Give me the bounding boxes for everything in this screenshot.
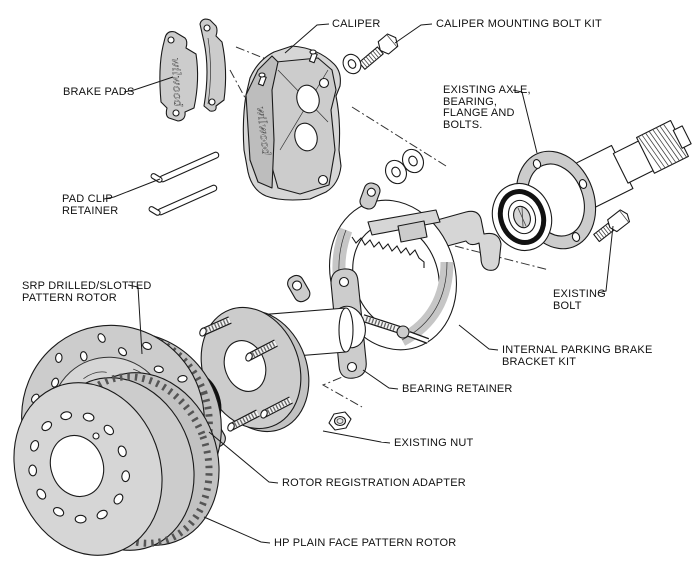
svg-text:SRP DRILLED/SLOTTED: SRP DRILLED/SLOTTED xyxy=(22,280,152,292)
svg-text:RETAINER: RETAINER xyxy=(62,205,118,217)
brake-pads-part: wilwood xyxy=(159,18,227,122)
leader-lines xyxy=(103,23,614,544)
existing-nut-part xyxy=(328,411,352,431)
label-existing-nut: EXISTING NUT xyxy=(394,437,473,449)
caliper-mount-hole-top xyxy=(318,77,330,89)
hp-rotor-part xyxy=(13,372,220,556)
bolt-washer xyxy=(342,53,362,75)
adjuster-assembly xyxy=(361,314,430,344)
washers xyxy=(384,148,425,185)
svg-text:BOLTS.: BOLTS. xyxy=(443,119,483,131)
wheel-studs xyxy=(199,316,293,432)
svg-text:BRACKET KIT: BRACKET KIT xyxy=(502,356,576,368)
brake-pad-left xyxy=(159,31,199,122)
caliper-brand-logo: wilwood xyxy=(254,106,273,157)
existing-axle-part xyxy=(491,119,692,252)
label-pad-clip-retainer: PAD CLIP RETAINER xyxy=(62,193,118,217)
caliper-part: wilwood xyxy=(242,45,342,201)
pad-brand-logo: wilwood xyxy=(169,57,185,107)
svg-text:EXISTING: EXISTING xyxy=(553,288,606,300)
mounting-ear-top xyxy=(359,182,381,210)
caliper-mounting-bolt-part xyxy=(358,33,399,70)
brake-pad-right xyxy=(199,18,227,112)
return-spring xyxy=(351,236,425,268)
axle-bearing xyxy=(491,182,553,252)
pad-clip-retainer-part xyxy=(148,151,220,216)
label-brake-pads: BRAKE PADS xyxy=(63,86,135,98)
label-caliper: CALIPER xyxy=(332,18,380,30)
bearing-seal-ring xyxy=(497,189,547,245)
top-strut xyxy=(367,209,441,236)
svg-text:BOLT: BOLT xyxy=(553,300,582,312)
svg-text:PAD CLIP: PAD CLIP xyxy=(62,193,113,205)
label-hp-rotor: HP PLAIN FACE PATTERN ROTOR xyxy=(274,537,456,549)
svg-text:FLANGE AND: FLANGE AND xyxy=(443,107,515,119)
label-existing-bolt: EXISTING BOLT xyxy=(553,288,606,312)
svg-text:INTERNAL PARKING BRAKE: INTERNAL PARKING BRAKE xyxy=(502,344,653,356)
label-srp-rotor: SRP DRILLED/SLOTTED PATTERN ROTOR xyxy=(22,280,152,304)
bleed-screw xyxy=(257,49,318,87)
label-caliper-mounting-bolt-kit: CALIPER MOUNTING BOLT KIT xyxy=(436,18,602,30)
labels: CALIPER CALIPER MOUNTING BOLT KIT BRAKE … xyxy=(22,18,653,549)
rotor-registration-adapter-part xyxy=(199,306,310,433)
label-rotor-registration-adapter: ROTOR REGISTRATION ADAPTER xyxy=(282,477,466,489)
caliper-mount-hole-bottom xyxy=(317,174,329,186)
rotor-center-bore xyxy=(49,434,105,498)
svg-text:EXISTING AXLE,: EXISTING AXLE, xyxy=(443,84,531,96)
label-bearing-retainer: BEARING RETAINER xyxy=(402,383,513,395)
label-internal-parking-brake-bracket-kit: INTERNAL PARKING BRAKE BRACKET KIT xyxy=(502,344,653,368)
label-existing-axle: EXISTING AXLE, BEARING, FLANGE AND BOLTS… xyxy=(443,84,531,131)
svg-text:BEARING,: BEARING, xyxy=(443,96,497,108)
lug-hole-ring xyxy=(28,411,131,524)
svg-text:PATTERN ROTOR: PATTERN ROTOR xyxy=(22,292,117,304)
